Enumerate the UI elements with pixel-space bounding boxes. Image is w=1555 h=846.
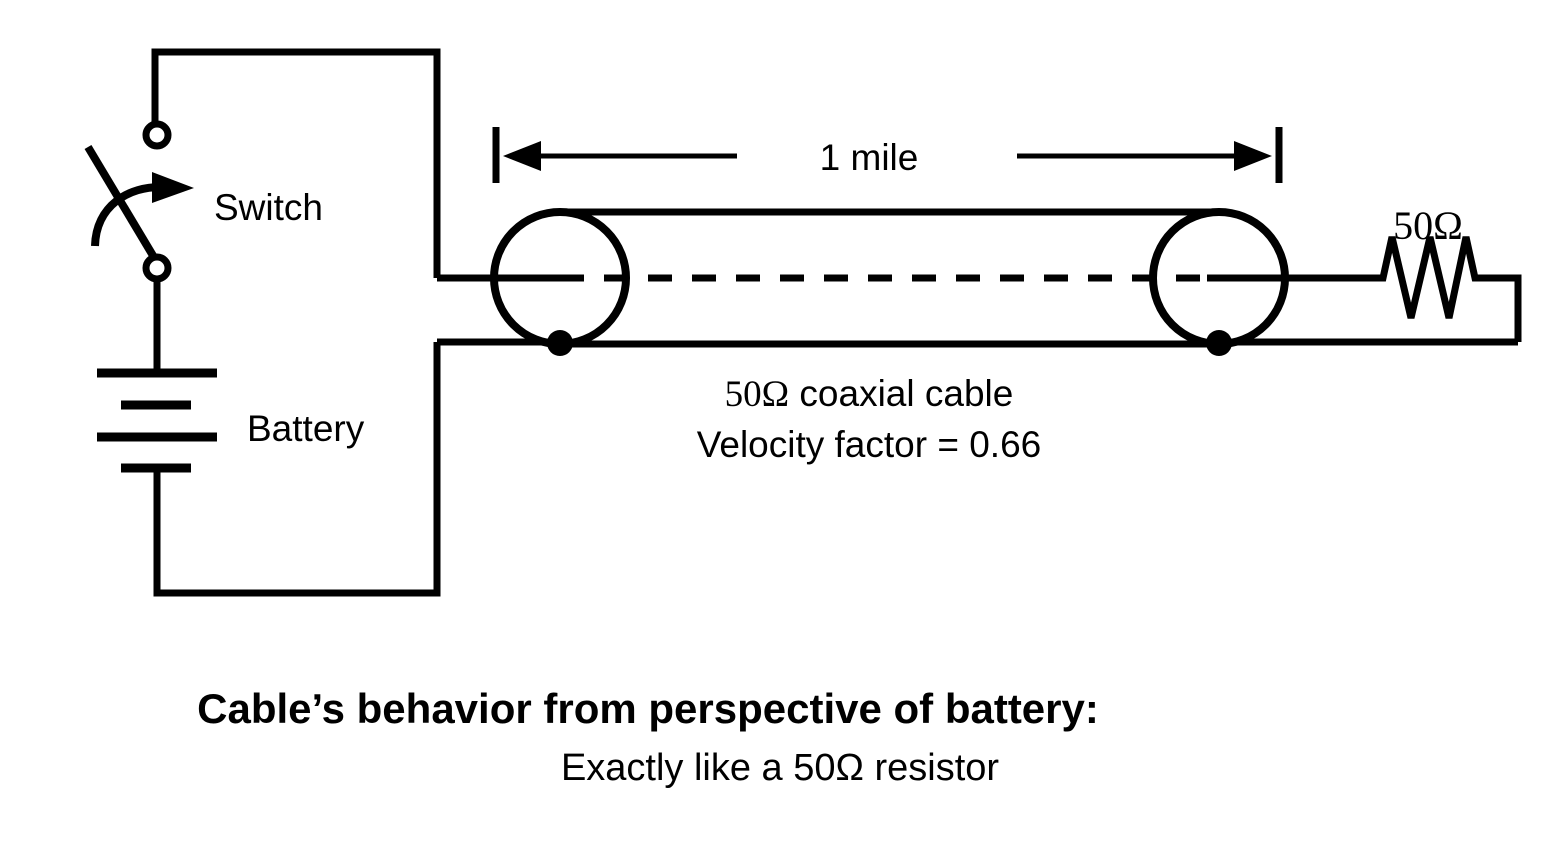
wire-top-left-loop — [151, 48, 441, 278]
battery — [97, 368, 217, 473]
coax-connector-left — [437, 208, 630, 356]
coax-connector-right — [1149, 208, 1518, 356]
resistor-value-label: 50Ω — [1393, 203, 1463, 248]
cable-spec-line-1: 50Ω coaxial cable — [725, 373, 1014, 415]
switch-label: Switch — [214, 187, 323, 228]
battery-label: Battery — [247, 408, 365, 449]
wire-battery-bottom-loop — [153, 342, 441, 597]
cable-impedance-value: 50Ω — [725, 374, 790, 415]
switch-bottom-terminal-icon — [142, 253, 172, 283]
cable-spec-line-2: Velocity factor = 0.66 — [697, 424, 1042, 465]
switch-arrow-icon — [152, 172, 194, 203]
caption-title: Cable’s behavior from perspective of bat… — [197, 685, 1099, 732]
switch-blade — [84, 144, 159, 262]
battery-switch-loop-wiring — [151, 48, 441, 597]
cable-type-text: coaxial cable — [789, 373, 1013, 414]
arrow-right-icon — [1234, 141, 1272, 171]
switch-top-terminal-icon — [142, 120, 172, 150]
terminating-resistor-50-ohm — [1371, 236, 1522, 342]
dimension-label: 1 mile — [820, 137, 919, 178]
dimension-1-mile — [492, 127, 1283, 183]
coaxial-cable — [560, 208, 1219, 348]
resistor-zigzag — [1371, 236, 1522, 342]
arrow-left-icon — [503, 141, 541, 171]
caption-subtitle: Exactly like a 50Ω resistor — [561, 747, 999, 789]
switch[interactable] — [84, 120, 194, 283]
connector-left-junction-dot — [547, 330, 573, 356]
